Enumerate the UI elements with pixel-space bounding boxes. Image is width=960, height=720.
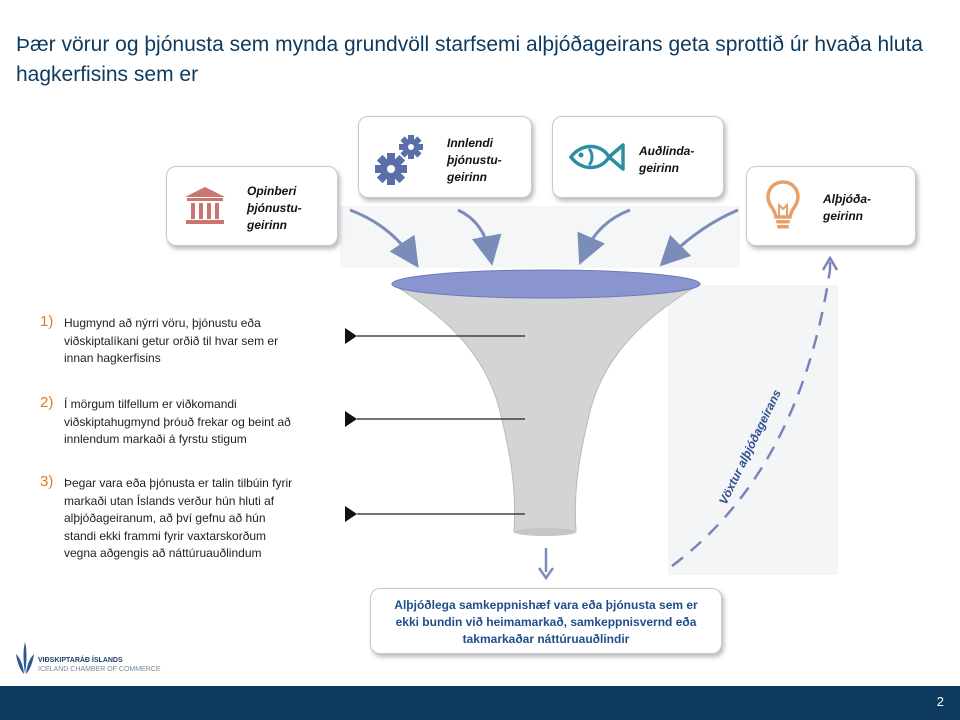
output-arrow-head xyxy=(537,567,555,581)
page-number: 2 xyxy=(936,694,944,709)
step-pointer-3 xyxy=(345,506,525,522)
step-number: 1) xyxy=(40,313,54,330)
logo-text: VIÐSKIPTARÁÐ ÍSLANDS ICELAND CHAMBER OF … xyxy=(38,657,161,673)
step-number: 3) xyxy=(40,473,54,490)
page-title: Þær vörur og þjónusta sem mynda grundvöl… xyxy=(16,33,923,86)
step-3: 3) Þegar vara eða þjónusta er talin tilb… xyxy=(40,473,340,567)
arrow-from-international-sector xyxy=(659,208,739,267)
step-pointer-2 xyxy=(345,411,525,427)
step-number: 2) xyxy=(40,394,54,411)
sector-label: Auðlinda-geirinn xyxy=(639,144,695,175)
fish-icon xyxy=(568,143,625,171)
sector-card-resources: Auðlinda-geirinn xyxy=(552,116,724,198)
arrow-from-domestic-sector xyxy=(457,208,502,266)
bank-building-icon xyxy=(185,187,225,224)
funnel-body xyxy=(390,283,702,533)
chamber-logo-icon xyxy=(16,642,34,674)
step-pointer-1 xyxy=(345,328,525,344)
arrow-from-resource-sector xyxy=(577,208,631,265)
growth-curve xyxy=(671,269,832,567)
funnel-bottom xyxy=(514,528,576,536)
arrow-from-public-sector xyxy=(349,208,419,268)
result-box: Alþjóðlega samkeppnishæf vara eða þjónus… xyxy=(370,588,722,654)
funnel-top xyxy=(391,269,701,299)
background-panel-top xyxy=(340,206,740,268)
lightbulb-icon xyxy=(766,180,800,229)
growth-arrow-head xyxy=(821,255,839,271)
footer-bar: 2 xyxy=(0,686,960,720)
sector-card-international: Alþjóða-geirinn xyxy=(746,166,916,246)
sector-label: Alþjóða-geirinn xyxy=(823,192,871,223)
gears-icon xyxy=(375,135,423,185)
step-text: Þegar vara eða þjónusta er talin tilbúin… xyxy=(64,476,293,560)
background-panel-right xyxy=(668,285,838,575)
